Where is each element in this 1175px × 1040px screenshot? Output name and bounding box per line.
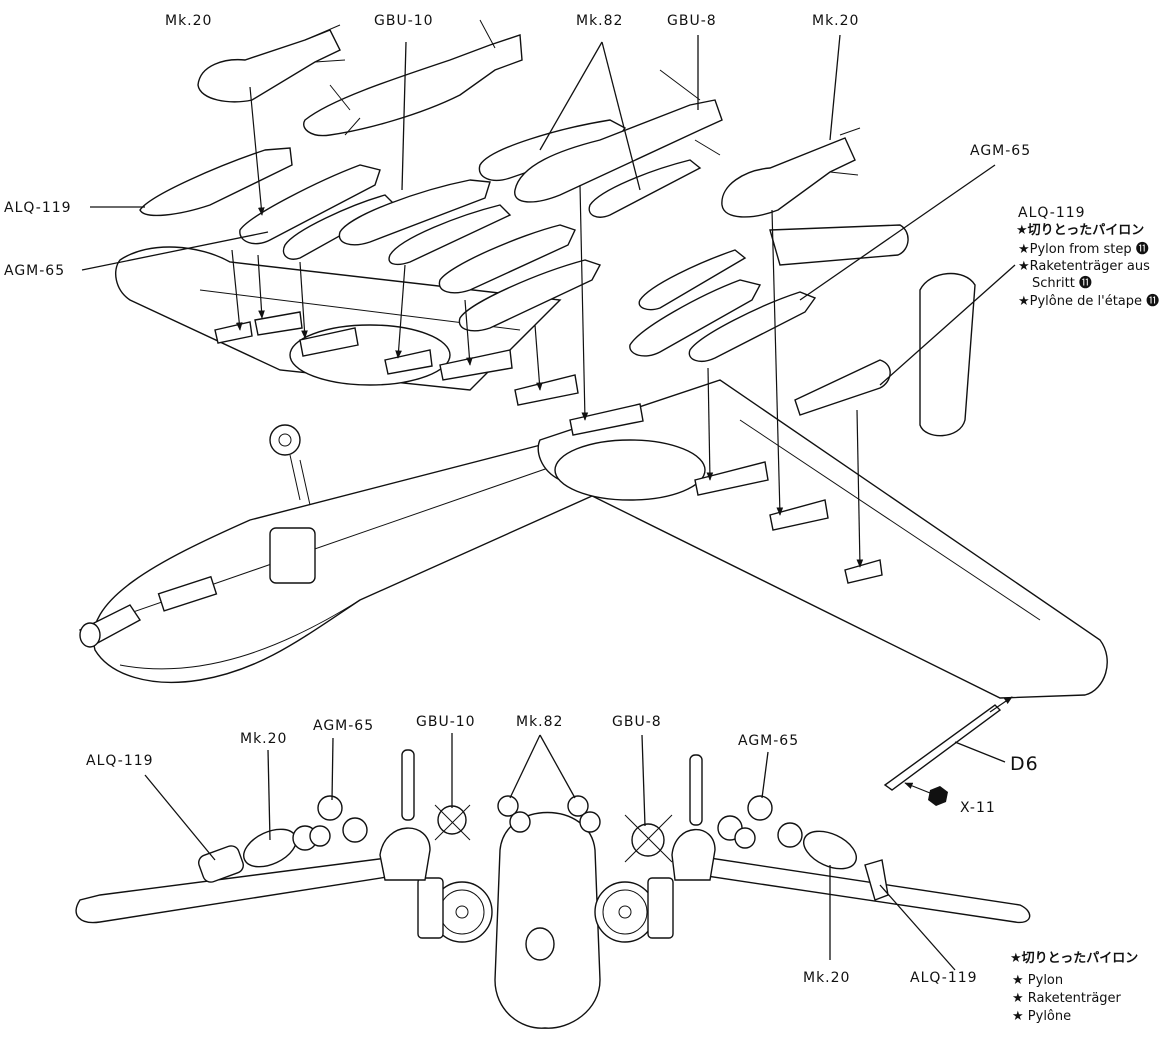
- nose-wheel: [269, 424, 301, 456]
- aircraft-top-view: [78, 224, 1108, 699]
- label-agm65-left: AGM-65: [4, 263, 65, 279]
- leader-lines-top: [81, 34, 1016, 386]
- front-alq119-left: [198, 845, 244, 883]
- wing-pylons-top: [214, 311, 891, 584]
- label-alq119-right: ALQ-119: [1018, 205, 1086, 221]
- note-fr-top: ★Pylône de l'étape ⓫: [1018, 294, 1159, 309]
- label-front-alq119-left: ALQ-119: [86, 753, 154, 769]
- note-de-top-1: ★Raketenträger aus: [1018, 259, 1150, 274]
- label-mk20-left: Mk.20: [165, 13, 212, 29]
- label-alq119-left: ALQ-119: [4, 200, 72, 216]
- engine-right-fan: [594, 881, 656, 943]
- aircraft-front-view: [75, 811, 1031, 1029]
- note-en-bottom: ★ Pylon: [1012, 973, 1063, 988]
- gbu8-store: [514, 99, 723, 203]
- tail-fin: [919, 272, 976, 437]
- front-agm65-left: [317, 795, 343, 821]
- screw-x11-icon: [928, 786, 948, 806]
- label-mk82: Mk.82: [576, 13, 623, 29]
- label-gbu10: GBU-10: [374, 13, 434, 29]
- mk20-right-store: [721, 137, 856, 218]
- gun-muzzle: [525, 927, 555, 961]
- mk82-store-b: [458, 259, 602, 332]
- label-mk20-right: Mk.20: [812, 13, 859, 29]
- note-de-bottom: ★ Raketenträger: [1012, 991, 1122, 1006]
- label-front-gbu10: GBU-10: [416, 714, 476, 730]
- labels-front: ALQ-119 Mk.20 AGM-65 GBU-10 Mk.82 GBU-8 …: [86, 714, 1138, 1024]
- front-mk20-right: [803, 830, 857, 870]
- label-x11: X-11: [960, 800, 996, 816]
- front-mk82-b: [567, 795, 589, 817]
- front-gbu8: [631, 823, 665, 857]
- note-fr-bottom: ★ Pylône: [1012, 1009, 1071, 1024]
- stores-front: [198, 749, 889, 901]
- alq119-left-store: [139, 147, 293, 217]
- label-front-mk82: Mk.82: [516, 714, 563, 730]
- label-gbu8: GBU-8: [667, 13, 717, 29]
- stores-top: [139, 19, 861, 362]
- bomb-group-left: [338, 179, 491, 246]
- label-front-agm65-right: AGM-65: [738, 733, 799, 749]
- note-en-top: ★Pylon from step ⓫: [1018, 242, 1149, 257]
- mk20-left-store: [197, 29, 341, 103]
- label-agm65-right: AGM-65: [970, 143, 1031, 159]
- cut-pylon-alq119-right: [794, 359, 891, 416]
- agm65-right-cluster: [629, 279, 762, 357]
- probe-assembly: D6 X-11: [883, 696, 1039, 816]
- front-agm65-right: [747, 795, 773, 821]
- front-mk82-a: [497, 795, 519, 817]
- label-front-mk20-left: Mk.20: [240, 731, 287, 747]
- front-gbu10: [437, 805, 467, 835]
- labels-top: Mk.20 GBU-10 Mk.82 GBU-8 Mk.20 ALQ-119 A…: [4, 13, 1159, 309]
- label-front-agm65-left: AGM-65: [313, 718, 374, 734]
- front-right-wing: [688, 854, 1031, 924]
- note-de-top-2: Schritt ⓫: [1032, 276, 1092, 291]
- label-front-gbu8: GBU-8: [612, 714, 662, 730]
- right-wing: [537, 379, 1108, 699]
- label-front-alq119-right: ALQ-119: [910, 970, 978, 986]
- engine-nacelle-right: [554, 439, 706, 501]
- mk82-store-c: [478, 119, 627, 182]
- gbu10-store: [303, 34, 523, 137]
- leader-lines-front: [144, 733, 956, 971]
- assembly-arrows-top: [231, 86, 864, 568]
- label-front-mk20-right: Mk.20: [803, 970, 850, 986]
- front-fuselage: [494, 811, 601, 1029]
- mk82-store-a: [438, 224, 576, 294]
- label-d6: D6: [1010, 753, 1039, 775]
- horizontal-stabilizer: [769, 224, 909, 266]
- note-jp-bottom: ★切りとったパイロン: [1010, 951, 1138, 966]
- note-jp-top: ★切りとったパイロン: [1016, 223, 1144, 238]
